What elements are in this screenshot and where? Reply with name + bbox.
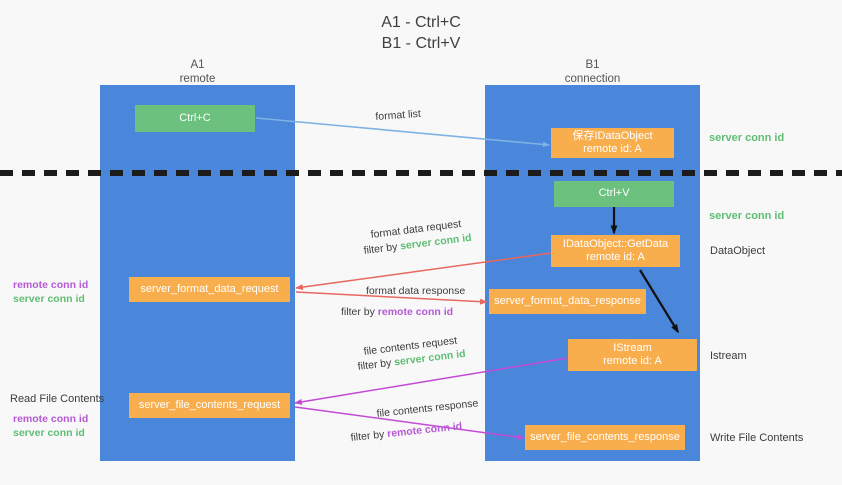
node-ctrl-c[interactable]: Ctrl+C — [135, 105, 255, 132]
annotation-server-conn-id-2: server conn id — [13, 427, 85, 439]
annotation-istream-text: Istream — [710, 350, 747, 362]
node-server-file-contents-request-label: server_file_contents_request — [138, 398, 281, 411]
node-ctrl-c-label: Ctrl+C — [179, 111, 211, 124]
node-server-format-data-request[interactable]: server_format_data_request — [129, 277, 290, 302]
annotation-read-file-contents: Read File Contents — [10, 392, 104, 407]
node-save-idataobject[interactable]: 保存IDataObject remote id: A — [551, 128, 674, 158]
annotation-server-conn-id-top: server conn id — [709, 132, 784, 145]
node-istream[interactable]: IStream remote id: A — [568, 339, 697, 371]
annotation-write-file-contents-text: Write File Contents — [710, 432, 804, 444]
annotation-dataobject-text: DataObject — [710, 245, 766, 257]
arrow-getdata-to-istream — [639, 269, 679, 334]
edge-label-format-data-response-text: format data response — [366, 285, 466, 297]
node-server-file-contents-response[interactable]: server_file_contents_response — [525, 425, 685, 450]
edge-label-format-list-text: format list — [375, 107, 422, 123]
filter-prefix: filter by — [350, 428, 388, 444]
annotation-write-file-contents: Write File Contents — [710, 432, 803, 445]
lane-header-a1: A1 remote — [100, 58, 295, 86]
node-save-idataobject-label: 保存IDataObject — [572, 129, 653, 142]
node-idataobject-getdata[interactable]: IDataObject::GetData remote id: A — [551, 235, 680, 267]
edge-label-format-data-response: format data response — [366, 285, 465, 298]
lane-a1-name: A1 — [190, 59, 205, 71]
node-istream-label: IStream — [613, 341, 652, 354]
title-line-2: B1 - Ctrl+V — [381, 35, 461, 52]
node-ctrl-v-label: Ctrl+V — [598, 187, 630, 200]
filter-key-remote-conn-id: remote conn id — [377, 306, 454, 318]
arrow-file-contents-request — [294, 357, 569, 405]
annotation-read-file-contents-text: Read File Contents — [10, 393, 105, 405]
node-server-file-contents-request[interactable]: server_file_contents_request — [129, 393, 290, 418]
annotation-server-conn-id-mid: server conn id — [709, 210, 784, 223]
lane-b1-sub: connection — [564, 73, 621, 85]
node-getdata-sublabel: remote id: A — [586, 251, 645, 263]
annotation-istream: Istream — [710, 350, 747, 363]
lane-a1-sub: remote — [179, 73, 216, 85]
page-title: A1 - Ctrl+C B1 - Ctrl+V — [0, 12, 842, 54]
node-server-format-data-request-label: server_format_data_request — [140, 282, 279, 295]
title-line-1: A1 - Ctrl+C — [381, 14, 461, 31]
lane-b1-name: B1 — [585, 59, 600, 71]
annotation-server-conn-id-mid-text: server conn id — [709, 210, 785, 222]
node-save-idataobject-sublabel: remote id: A — [583, 143, 642, 155]
annotation-server-conn-id-1: server conn id — [13, 293, 85, 305]
annotation-remote-conn-id-1: remote conn id — [13, 279, 89, 291]
arrow-file-contents-response — [294, 406, 525, 441]
node-server-format-data-response-label: server_format_data_response — [494, 294, 641, 307]
edge-label-format-data-response-filter: filter by remote conn id — [341, 306, 453, 319]
annotation-left-conn-ids-2: remote conn id server conn id — [13, 412, 88, 440]
arrow-format-data-request — [295, 252, 552, 291]
node-server-format-data-response[interactable]: server_format_data_response — [489, 289, 646, 314]
node-istream-sublabel: remote id: A — [603, 355, 662, 367]
annotation-dataobject: DataObject — [710, 245, 765, 258]
node-getdata-label: IDataObject::GetData — [562, 237, 669, 250]
annotation-left-conn-ids-1: remote conn id server conn id — [13, 278, 88, 306]
node-server-file-contents-response-label: server_file_contents_response — [530, 430, 680, 443]
arrow-format-list — [255, 117, 550, 148]
filter-prefix: filter by — [341, 306, 378, 318]
node-ctrl-v[interactable]: Ctrl+V — [554, 181, 674, 207]
annotation-server-conn-id-top-text: server conn id — [709, 132, 785, 144]
lane-header-b1: B1 connection — [485, 58, 700, 86]
arrow-format-data-response — [295, 291, 488, 305]
annotation-remote-conn-id-2: remote conn id — [13, 413, 89, 425]
